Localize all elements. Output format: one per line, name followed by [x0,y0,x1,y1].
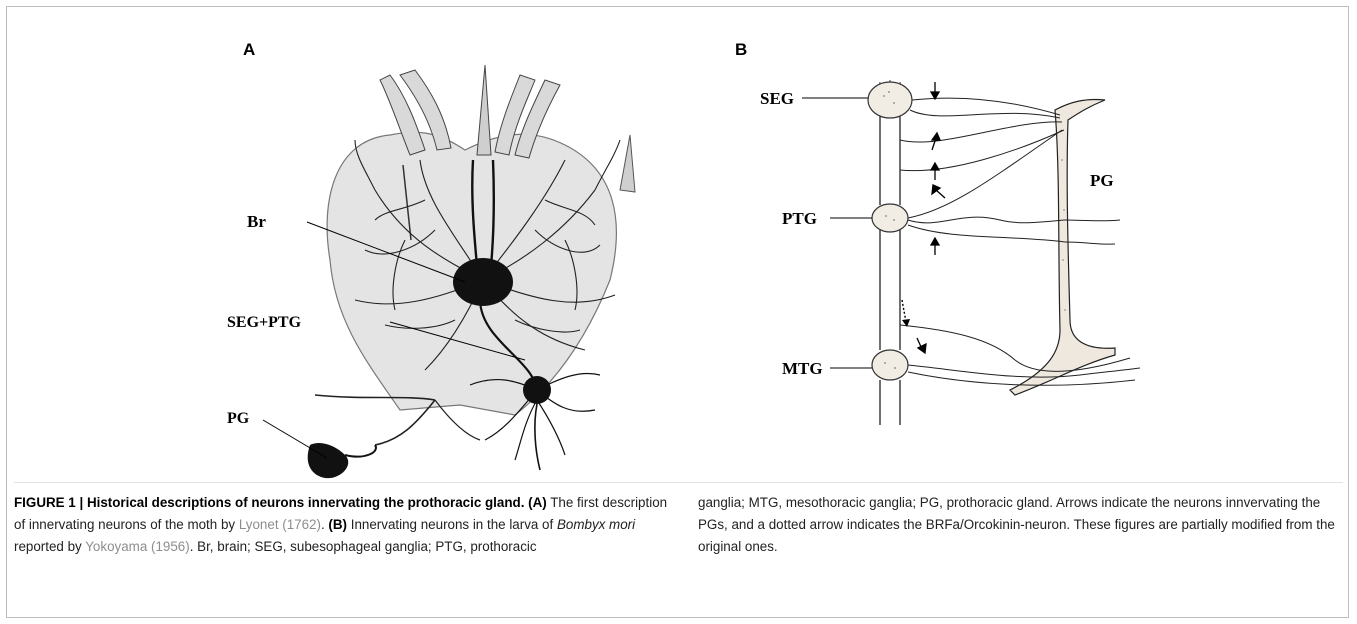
label-seg: SEG [760,89,794,108]
panel-b-illustration: SEG PTG MTG PG [760,70,1160,435]
brain-mass [453,258,513,306]
caption-right-text: ganglia; MTG, mesothoracic ganglia; PG, … [698,495,1335,554]
ref-yokoyama[interactable]: Yokoyama (1956) [85,539,189,554]
caption-b-text-2: reported by [14,539,82,554]
label-pg-a: PG [227,410,250,427]
dotted-arrow [902,300,906,322]
caption-left: FIGURE 1 | Historical descriptions of ne… [14,492,674,558]
caption-b-text-1: Innervating neurons in the larva of [351,517,553,532]
label-br: Br [247,212,266,231]
label-pg-b: PG [1090,171,1114,190]
panel-b-label: B [735,40,747,60]
label-mtg: MTG [782,359,823,378]
prothoracic-gland [1010,99,1115,395]
caption-divider [14,482,1343,483]
label-ptg: PTG [782,209,817,228]
caption-b-marker: (B) [328,517,347,532]
caption-right: ganglia; MTG, mesothoracic ganglia; PG, … [698,492,1338,558]
panel-a-illustration: Br SEG+PTG PG [215,60,690,480]
seg-ganglion [868,82,912,118]
ref-lyonet[interactable]: Lyonet (1762) [239,517,321,532]
ptg-ganglion [872,204,908,232]
mtg-ganglion [872,350,908,380]
figure-title: FIGURE 1 | Historical descriptions of ne… [14,495,524,510]
caption-a-marker: (A) [528,495,547,510]
prothoracic-gland-cluster [308,443,349,478]
label-seg-ptg: SEG+PTG [227,314,302,331]
caption-species: Bombyx mori [557,517,635,532]
caption-abbrev-1: Br, brain; SEG, subesophageal ganglia; P… [197,539,536,554]
panel-a-label: A [243,40,255,60]
